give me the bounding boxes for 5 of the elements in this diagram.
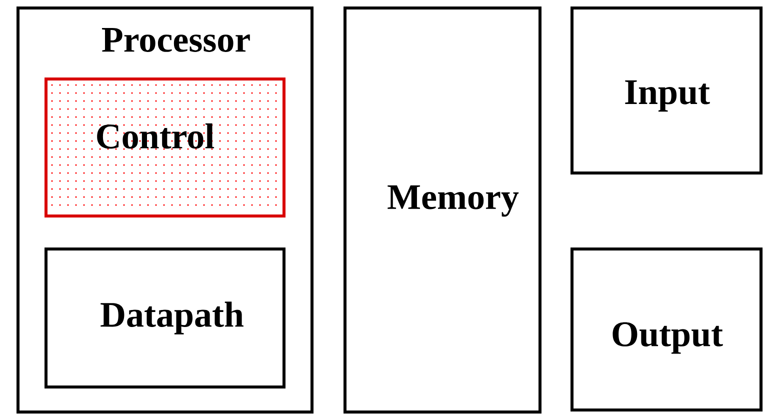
output-box: Output (570, 248, 762, 412)
control-box: Control (44, 78, 286, 218)
memory-box: Memory (344, 6, 542, 414)
datapath-box: Datapath (44, 248, 286, 388)
input-box: Input (570, 6, 762, 174)
